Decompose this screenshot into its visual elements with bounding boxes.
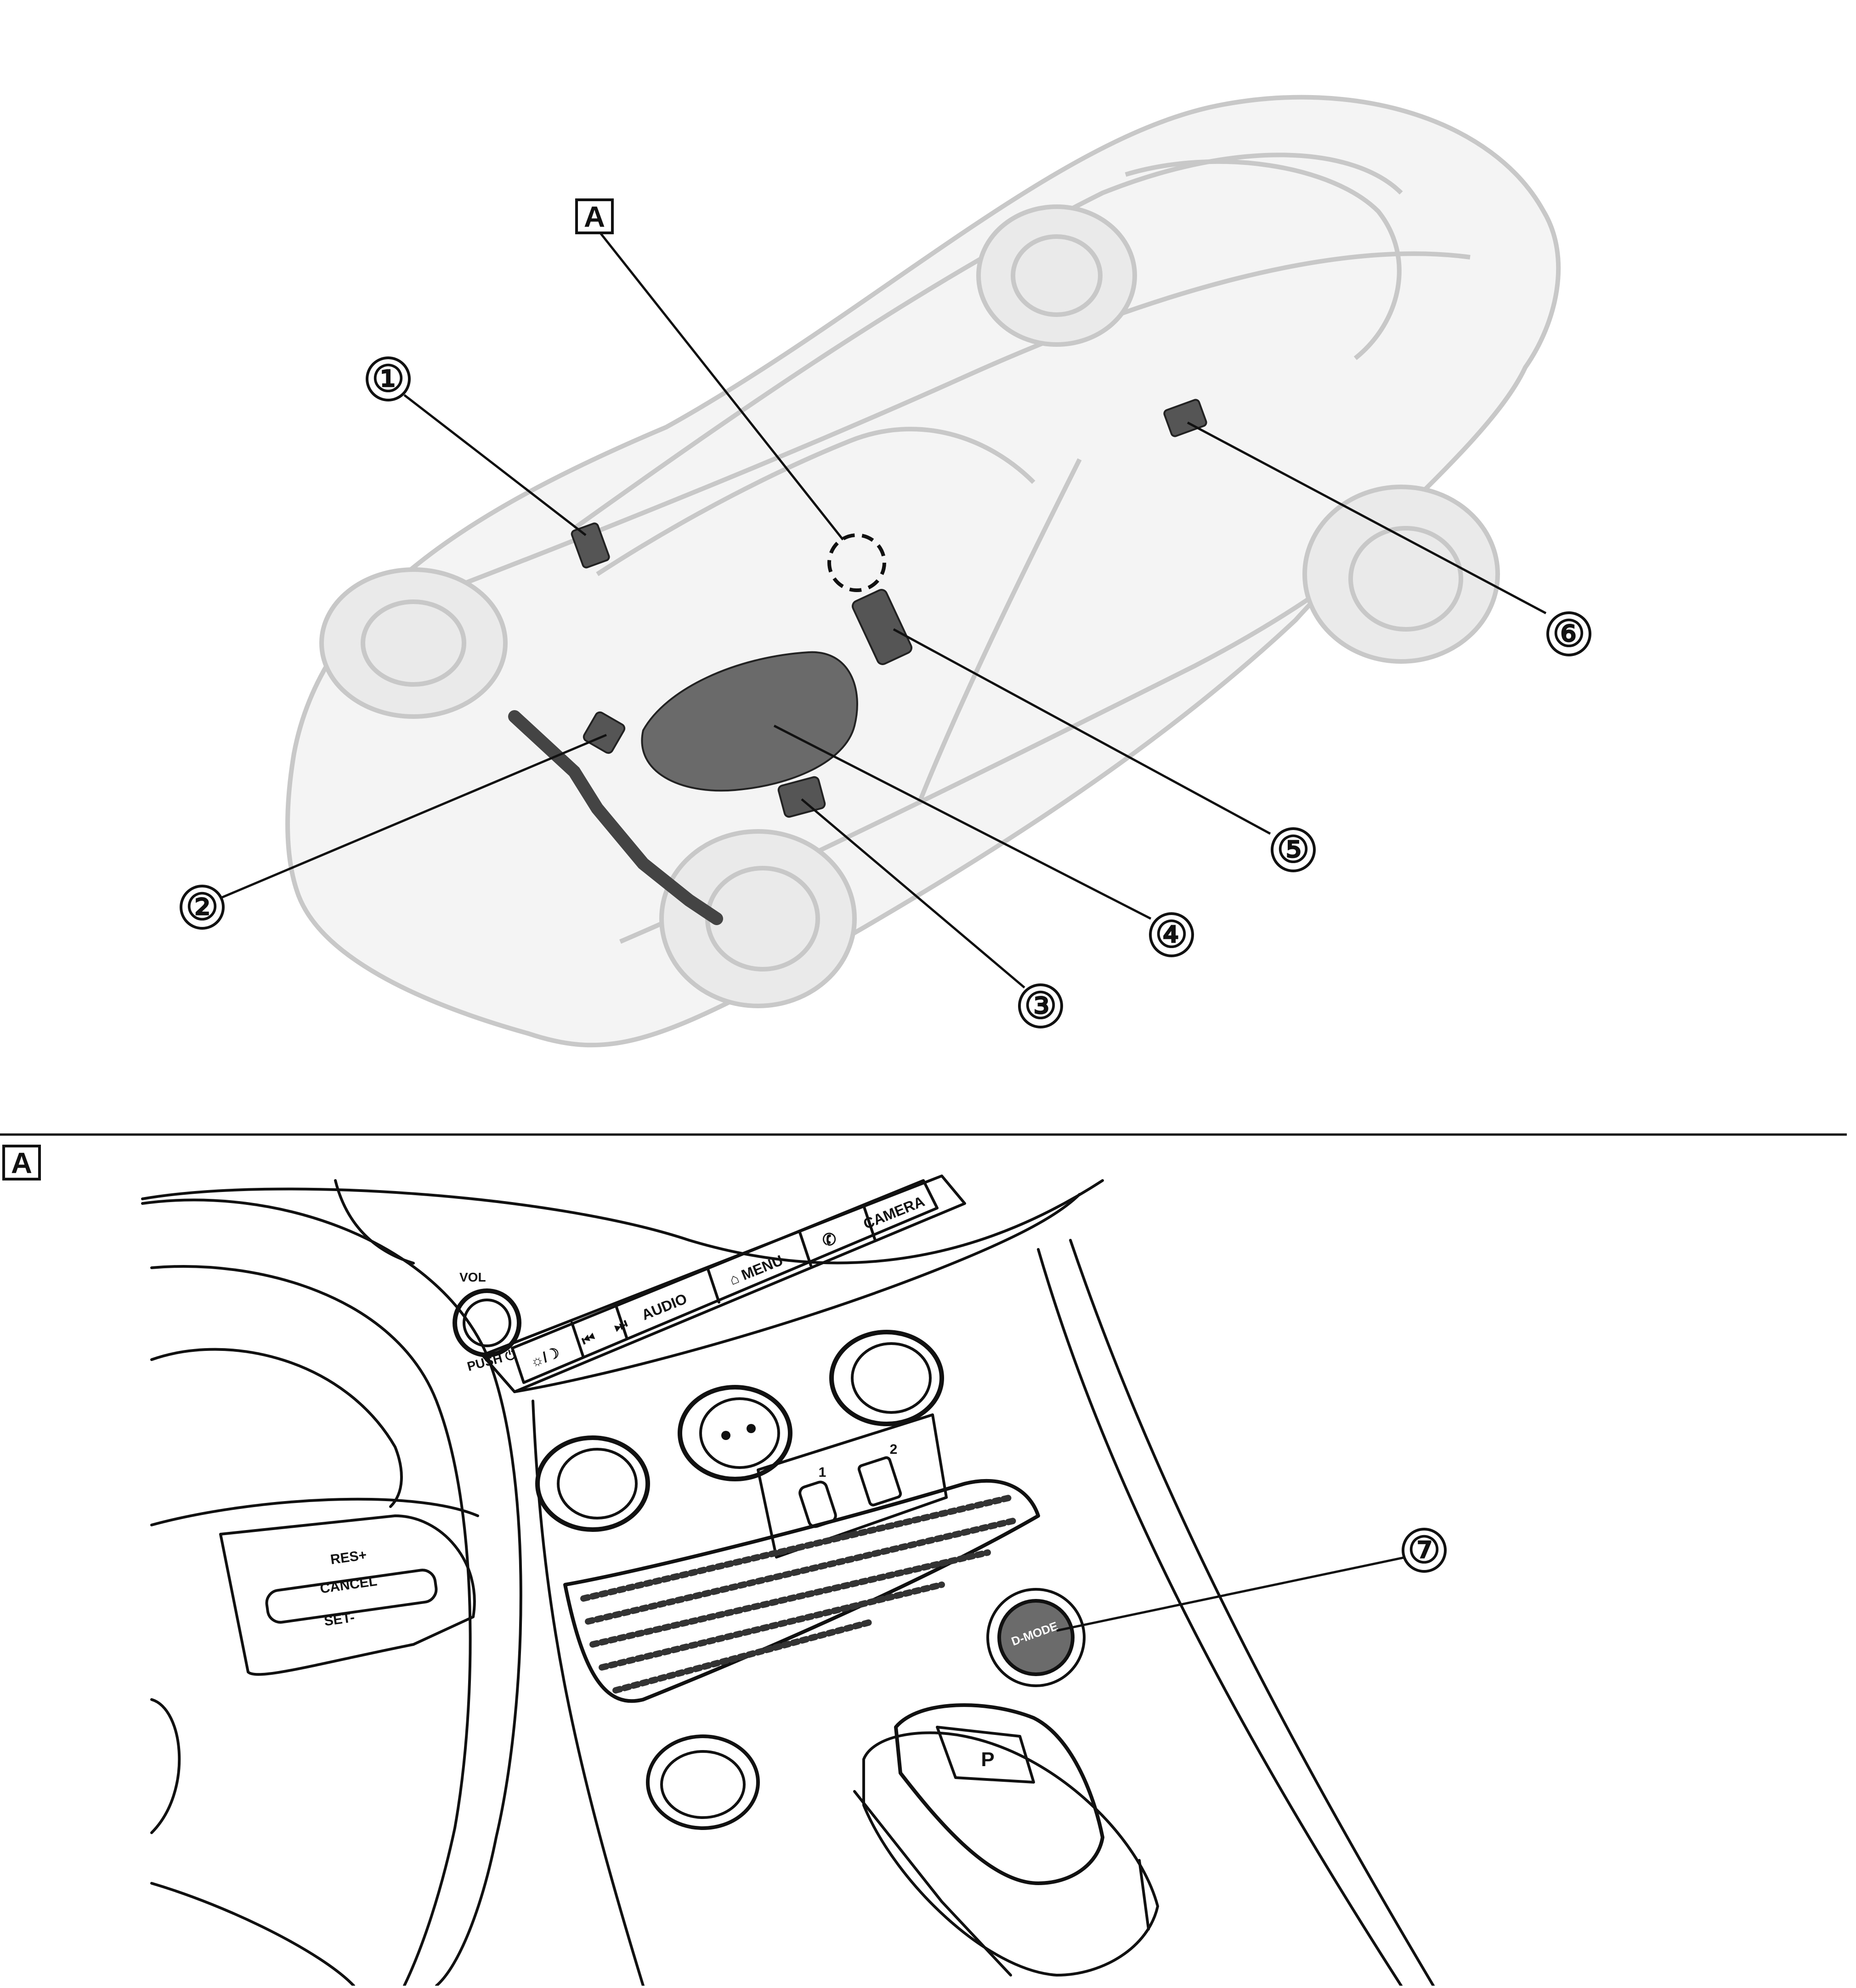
callout-5: ⑤ xyxy=(1271,827,1316,872)
console-right-edge-2 xyxy=(1069,1239,1435,1987)
box-label-a-bottom xyxy=(2,1145,41,1180)
leader-1 xyxy=(403,394,587,536)
shifter-p-button[interactable] xyxy=(936,1726,1035,1784)
wheel-rear-left xyxy=(976,204,1137,347)
car-rear-glass xyxy=(1125,159,1402,360)
climate-dial-left-inner xyxy=(557,1448,638,1519)
steering-wheel-rim-outer xyxy=(141,1198,522,1987)
center-button-strip xyxy=(511,1179,939,1384)
usb-1-label: 1 xyxy=(819,1465,826,1480)
console-right-edge xyxy=(1037,1248,1403,1987)
btn-phone[interactable]: ✆ xyxy=(820,1228,839,1251)
cup-holder-inner xyxy=(660,1750,746,1819)
callout-7: ⑦ xyxy=(1402,1528,1447,1573)
btn-day-night[interactable]: ☼/☽ xyxy=(527,1344,562,1371)
callout-6: ⑥ xyxy=(1546,611,1591,656)
wheel-cancel-label: CANCEL xyxy=(319,1574,378,1597)
leader-3 xyxy=(801,798,1025,988)
console-left-edge xyxy=(532,1400,645,1987)
vol-knob-inner xyxy=(463,1299,511,1347)
detail-a-circle xyxy=(827,533,886,592)
callout-2: ② xyxy=(180,885,225,930)
wheel-switch-panel xyxy=(219,1514,476,1676)
leader-2 xyxy=(220,734,607,899)
component-1 xyxy=(571,522,610,569)
callout-5-text: ⑤ xyxy=(1277,829,1310,870)
car-windshield xyxy=(596,427,1036,576)
wheel-rear-right xyxy=(1302,485,1500,664)
steering-wheel-hub xyxy=(150,1698,181,1834)
steering-wheel-rim-inner xyxy=(150,1265,472,1987)
vol-knob[interactable] xyxy=(453,1288,521,1357)
climate-dial-center[interactable] xyxy=(678,1385,792,1481)
wheel-rear-left-hub xyxy=(1011,234,1103,317)
leader-7 xyxy=(1056,1556,1406,1632)
steering-wheel-spoke-top xyxy=(150,1348,403,1508)
btn-next[interactable]: ⏭ xyxy=(611,1315,630,1335)
car-door-line xyxy=(917,458,1082,805)
wheel-switch-rocker xyxy=(265,1569,438,1624)
callout-1-text: ① xyxy=(372,358,405,399)
steering-wheel-lower xyxy=(150,1882,355,1987)
box-label-a-bottom-text: A xyxy=(11,1146,32,1180)
wheel-setminus-label: SET- xyxy=(323,1610,356,1629)
leader-lines xyxy=(220,231,1547,988)
callout-1: ① xyxy=(366,356,411,401)
btn-audio[interactable]: AUDIO xyxy=(639,1290,689,1323)
callout-3: ③ xyxy=(1018,983,1063,1028)
car-beltline xyxy=(367,251,1471,622)
dash-lower-panel xyxy=(513,1193,1081,1393)
component-4-transmission xyxy=(641,651,858,792)
shifter-gate xyxy=(853,1790,1150,1977)
mesh-pattern xyxy=(580,1494,1019,1694)
shifter-body[interactable] xyxy=(894,1703,1104,1885)
wheel-front-left-hub xyxy=(361,599,466,687)
climate-dial-left[interactable] xyxy=(535,1435,650,1532)
box-label-a-top xyxy=(575,198,614,234)
leader-4 xyxy=(773,724,1152,920)
usb-2-label: 2 xyxy=(890,1442,898,1457)
component-2-gearbox xyxy=(583,711,626,754)
d-mode-bezel xyxy=(986,1588,1086,1687)
leader-6 xyxy=(1187,421,1547,615)
d-mode-dial[interactable] xyxy=(997,1599,1075,1676)
vol-label: VOL xyxy=(459,1270,486,1284)
climate-dial-right-inner xyxy=(851,1342,932,1414)
component-3 xyxy=(777,776,826,818)
component-5 xyxy=(851,589,913,665)
leader-a xyxy=(599,231,844,541)
cup-holder xyxy=(646,1734,760,1830)
callout-4-text: ④ xyxy=(1155,914,1188,955)
btn-prev[interactable]: ⏮ xyxy=(579,1329,598,1349)
wheel-rear-right-hub xyxy=(1348,526,1463,632)
callout-2-text: ② xyxy=(186,887,219,927)
wheel-front-left xyxy=(319,567,508,719)
dash-top-curve xyxy=(141,1179,1104,1265)
climate-dial-right[interactable] xyxy=(829,1330,944,1426)
leader-5 xyxy=(893,628,1271,835)
callout-3-text: ③ xyxy=(1024,985,1057,1026)
components xyxy=(508,399,1207,925)
shifter-base xyxy=(862,1731,1159,1977)
component-2-steering-rack xyxy=(508,710,723,925)
climate-dial-center-inner xyxy=(699,1397,780,1469)
usb-port-2[interactable] xyxy=(857,1456,902,1507)
steering-wheel-spoke-mid xyxy=(150,1497,479,1526)
gear-p-label: P xyxy=(981,1748,994,1771)
wheel-resplus-label: RES+ xyxy=(329,1547,368,1568)
callout-7-text: ⑦ xyxy=(1408,1530,1441,1570)
callout-6-text: ⑥ xyxy=(1552,613,1585,654)
box-label-a-top-text: A xyxy=(584,200,605,233)
detail-a-drawing: RES+ CANCEL SET- VOL PUSH ⏻ ☼/☽ ⏮ ⏭ AUDI… xyxy=(141,1175,1435,1987)
wheel-front-right xyxy=(659,829,857,1008)
mesh-tray xyxy=(563,1479,1040,1703)
callout-4: ④ xyxy=(1149,912,1194,957)
usb-panel xyxy=(757,1413,948,1559)
